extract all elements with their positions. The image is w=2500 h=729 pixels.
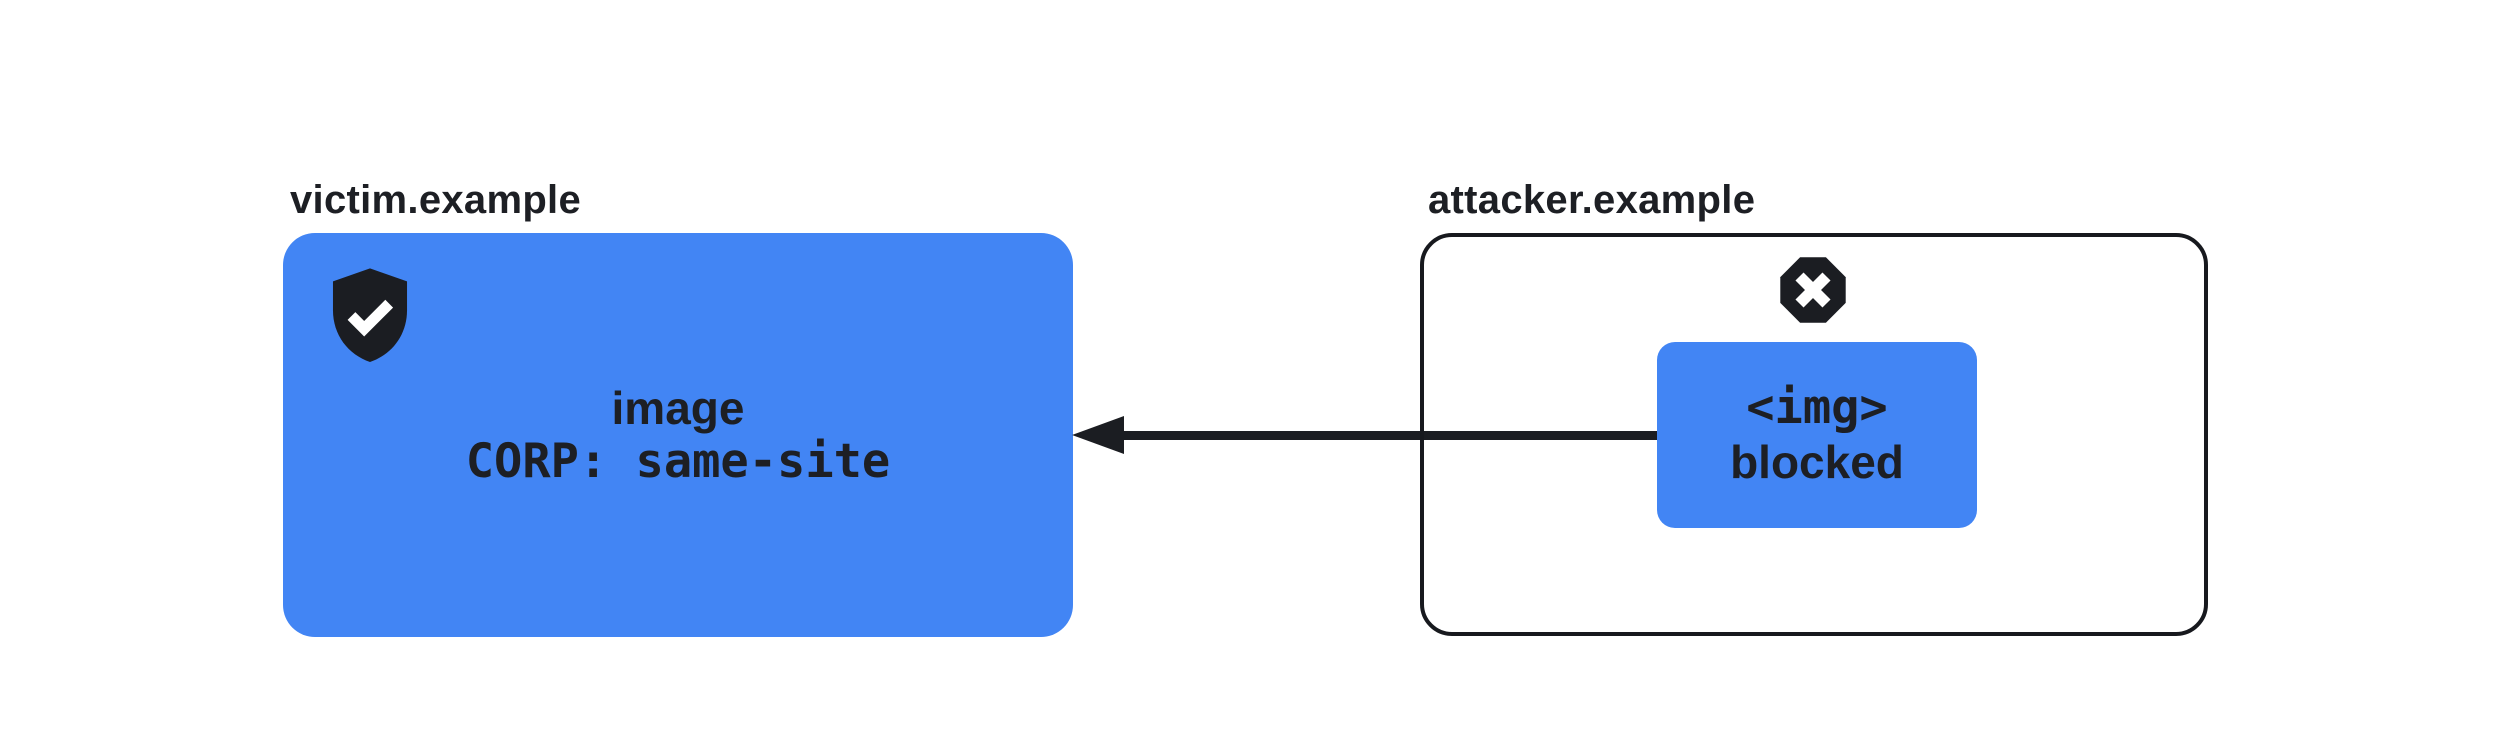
victim-domain-label: victim.example: [290, 178, 582, 222]
attacker-img-element-box: <img> blocked: [1657, 342, 1977, 528]
arrow-head-icon: [1072, 416, 1124, 454]
victim-resource-box: image CORP: same-site: [283, 233, 1073, 637]
shield-check-icon: [328, 267, 412, 363]
arrow-shaft: [1118, 431, 1657, 440]
victim-box-resource-text: image: [611, 382, 745, 434]
attacker-page-box: [1420, 233, 2208, 636]
attacker-domain-label: attacker.example: [1428, 178, 1756, 222]
victim-box-corp-header-text: CORP: same-site: [465, 434, 891, 489]
attacker-img-tag-text: <img>: [1746, 380, 1888, 435]
attacker-blocked-status-text: blocked: [1730, 436, 1904, 488]
blocked-x-octagon-icon: [1777, 252, 1849, 328]
